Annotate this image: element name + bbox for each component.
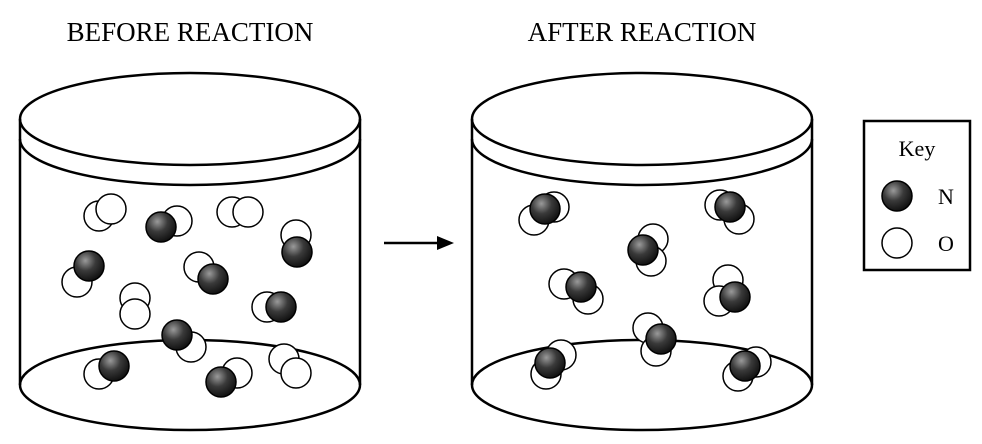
after-molecule-2	[704, 189, 755, 235]
after-molecule-8	[722, 346, 772, 392]
after-container-rim	[470, 119, 814, 187]
after-molecule-1	[518, 191, 570, 236]
before-molecule-7-oxygen-atom-2	[119, 298, 151, 330]
after-molecule-5	[703, 264, 751, 317]
reaction-arrow	[384, 236, 454, 250]
before-molecule-7	[119, 282, 151, 330]
after-molecule-1-nitrogen-atom	[529, 193, 561, 225]
before-molecule-9-nitrogen-atom	[161, 319, 193, 351]
key-nitrogen-atom	[881, 180, 913, 212]
before-molecule-3-oxygen-atom-2	[232, 196, 264, 228]
before-molecule-6-nitrogen-atom	[197, 263, 229, 295]
before-molecule-9	[161, 319, 207, 363]
before-molecule-4-nitrogen-atom	[281, 236, 313, 268]
after-molecules	[518, 189, 772, 392]
before-container-lid	[18, 71, 362, 167]
after-molecule-5-nitrogen-atom	[719, 281, 751, 313]
key-title: Key	[899, 136, 936, 161]
before-molecule-1-oxygen-atom-2	[95, 193, 127, 225]
after-reaction-title: AFTER REACTION	[528, 17, 757, 47]
before-molecule-2-nitrogen-atom	[145, 211, 177, 243]
before-molecule-10	[83, 350, 130, 390]
after-container-lid	[470, 71, 814, 167]
before-molecule-12-oxygen-atom-2	[280, 357, 312, 389]
before-molecules	[61, 193, 313, 398]
before-molecule-2	[145, 205, 193, 243]
before-reaction-title: BEFORE REACTION	[67, 17, 314, 47]
before-molecule-6	[183, 251, 229, 295]
before-molecule-8-nitrogen-atom	[265, 291, 297, 323]
before-molecule-1	[83, 193, 127, 232]
after-molecule-3-nitrogen-atom	[627, 234, 659, 266]
after-molecule-6-nitrogen-atom	[645, 323, 677, 355]
before-molecule-12	[268, 343, 312, 389]
after-molecule-7	[530, 339, 577, 390]
key-box: Key N O	[862, 119, 972, 272]
before-molecule-3	[216, 196, 264, 228]
before-molecule-5-nitrogen-atom	[73, 250, 105, 282]
key-oxygen-atom	[881, 227, 913, 259]
after-molecule-3	[627, 223, 669, 277]
after-molecule-4-nitrogen-atom	[565, 271, 597, 303]
after-molecule-7-nitrogen-atom	[534, 347, 566, 379]
before-molecule-4	[280, 219, 313, 268]
after-molecule-8-nitrogen-atom	[729, 350, 761, 382]
key-oxygen-label: O	[938, 231, 954, 256]
after-molecule-2-nitrogen-atom	[714, 191, 746, 223]
before-molecule-11	[205, 357, 253, 398]
before-molecule-5	[61, 250, 105, 298]
reaction-arrow-head	[437, 236, 454, 250]
before-molecule-10-nitrogen-atom	[98, 350, 130, 382]
before-molecule-8	[251, 291, 297, 323]
after-molecule-4	[548, 268, 604, 315]
key-border	[862, 119, 972, 272]
before-molecule-11-nitrogen-atom	[205, 366, 237, 398]
before-container-rim	[18, 119, 362, 187]
key-nitrogen-label: N	[938, 184, 954, 209]
after-molecule-6	[632, 312, 677, 367]
